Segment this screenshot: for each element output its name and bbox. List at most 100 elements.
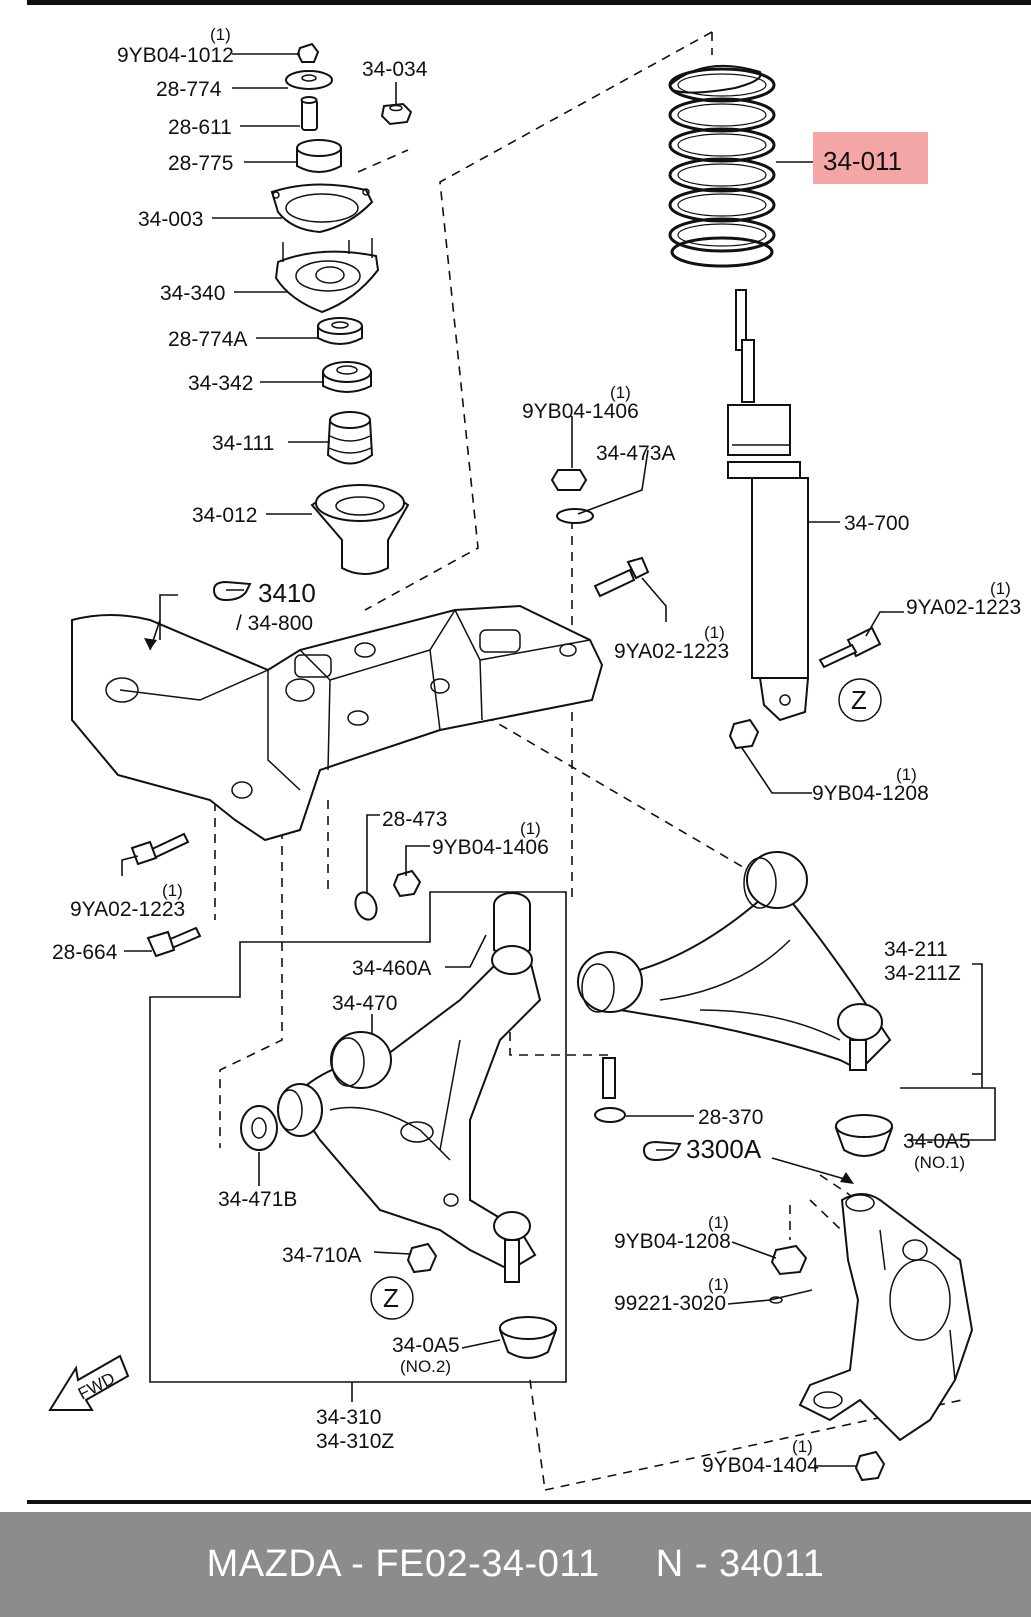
nut-34-473a <box>550 469 594 524</box>
coil-spring-34-011 <box>668 64 928 268</box>
top-nut <box>296 42 320 63</box>
label-ref-3300a: 3300A <box>686 1134 762 1164</box>
label-bump-34-111: 34-111 <box>212 432 274 455</box>
footer-short-ref: N - 34011 <box>655 1543 825 1585</box>
part-labels: (1) 9YB04-1012 28-774 28-611 28-775 34-0… <box>52 25 1021 1477</box>
top-border <box>27 0 1031 5</box>
label-bolt-shock: 9YA02-1223 <box>906 596 1021 619</box>
nut-knuckle <box>770 1244 808 1276</box>
plate-34-003 <box>270 183 374 234</box>
bolt-28-664 <box>146 926 202 958</box>
pointing-hand-icon <box>642 1140 682 1162</box>
label-plate-34-003: 34-003 <box>138 208 203 231</box>
leader-lines <box>121 53 996 1467</box>
lower-arm-34-310 <box>277 892 542 1283</box>
label-bushing-34-470: 34-470 <box>332 992 397 1015</box>
label-arm-34-211: 34-211 <box>884 938 948 961</box>
label-mount-34-340: 34-340 <box>160 282 225 305</box>
bolt-left <box>130 832 190 866</box>
label-seat-34-342: 34-342 <box>188 372 253 395</box>
label-boot-no2: 34-0A5 <box>392 1334 460 1357</box>
label-shock-34-700: 34-700 <box>844 512 909 535</box>
washer-28-774a <box>317 317 363 345</box>
nut-lca <box>392 869 422 898</box>
label-boot-34-012: 34-012 <box>192 504 257 527</box>
nut-34-034 <box>380 102 413 126</box>
upper-arm-34-211 <box>577 851 892 1072</box>
nut-bottom <box>854 1450 886 1482</box>
label-bolt-shock-qty: (1) <box>990 579 1011 598</box>
label-washer-34-471b: 34-471B <box>218 1188 297 1211</box>
washer-34-471b <box>240 1105 278 1151</box>
exploded-diagram: (1) 9YB04-1012 28-774 28-611 28-775 34-0… <box>27 0 1031 1504</box>
seat-34-342 <box>322 361 372 393</box>
label-washer-28-774: 28-774 <box>156 78 222 101</box>
shock-absorber-34-700 <box>727 289 810 722</box>
label-nut-knuckle-qty: (1) <box>708 1213 729 1232</box>
label-nut-mid-qty: (1) <box>610 383 631 402</box>
label-bushing-34-460a: 34-460A <box>352 957 431 980</box>
label-arm-34-310z: 34-310Z <box>316 1430 394 1453</box>
label-pin: 99221-3020 <box>614 1292 726 1315</box>
label-washer-34-473a: 34-473A <box>596 442 675 465</box>
label-nut-34-710a: 34-710A <box>282 1244 361 1267</box>
label-nut-bottom-qty: (1) <box>792 1437 813 1456</box>
label-nut-knuckle: 9YB04-1208 <box>614 1230 731 1253</box>
label-bolt-28-370: 28-370 <box>698 1106 763 1129</box>
label-ref-3410: 3410 <box>258 578 316 608</box>
label-bolt-frame: 9YA02-1223 <box>614 640 729 663</box>
label-nut-shock-qty: (1) <box>896 765 917 784</box>
label-bolt-left-qty: (1) <box>162 881 183 900</box>
label-nut-bottom: 9YB04-1404 <box>702 1454 819 1477</box>
washer-28-774 <box>285 70 333 90</box>
mount-34-340 <box>274 238 380 314</box>
fwd-arrow-icon <box>48 1354 130 1411</box>
z-circle-lower <box>370 1276 414 1320</box>
footer-part-ref: MAZDA - FE02-34-011 <box>206 1543 600 1585</box>
washer-28-473 <box>354 891 378 921</box>
nut-shock <box>728 718 760 750</box>
highlight-box <box>813 132 928 184</box>
label-nut-top: 9YB04-1012 <box>117 44 234 67</box>
label-pin-qty: (1) <box>708 1275 729 1294</box>
pointing-hand-icon <box>212 580 252 602</box>
bushing-28-775 <box>296 139 342 173</box>
label-nut-mid: 9YB04-1406 <box>522 400 639 423</box>
bottom-border <box>27 1500 1031 1504</box>
label-nut-lca: 9YB04-1406 <box>432 836 549 859</box>
label-z-upper: Z <box>851 685 867 715</box>
label-nut-34-034: 34-034 <box>362 58 428 81</box>
suspension-diagram-svg: (1) 9YB04-1012 28-774 28-611 28-775 34-0… <box>27 0 1031 1504</box>
label-arm-34-310: 34-310 <box>316 1406 381 1429</box>
knuckle <box>798 1193 974 1442</box>
z-circle-upper <box>838 678 882 722</box>
label-bushing-28-775: 28-775 <box>168 152 233 175</box>
nut-34-710a <box>406 1242 438 1274</box>
label-washer-28-473: 28-473 <box>382 808 447 831</box>
label-z-lower: Z <box>383 1283 399 1313</box>
label-nut-shock: 9YB04-1208 <box>812 782 929 805</box>
cotter-pin <box>769 1289 813 1304</box>
boot-no2 <box>498 1316 558 1359</box>
label-collar-28-611: 28-611 <box>168 116 232 139</box>
label-arm-34-211z: 34-211Z <box>884 962 961 985</box>
bolt-28-370 <box>594 1057 626 1123</box>
label-boot-no1: 34-0A5 <box>903 1130 971 1153</box>
bolt-frame <box>593 556 650 598</box>
label-bolt-frame-qty: (1) <box>704 623 725 642</box>
collar-28-611 <box>300 96 318 131</box>
label-nut-top-qty: (1) <box>210 25 231 44</box>
footer-bar: MAZDA - FE02-34-011 N - 34011 <box>0 1512 1031 1617</box>
bump-stop-34-111 <box>326 411 374 465</box>
label-spring-34-011: 34-011 <box>823 146 902 176</box>
label-washer-28-774a: 28-774A <box>168 328 247 351</box>
label-nut-lca-qty: (1) <box>520 819 541 838</box>
bolt-shock <box>818 626 882 669</box>
label-bolt-28-664: 28-664 <box>52 941 118 964</box>
subframe-34-800 <box>71 604 604 842</box>
label-bolt-left: 9YA02-1223 <box>70 898 185 921</box>
label-ref-34-800: / 34-800 <box>236 612 313 635</box>
label-boot-no2-sub: (NO.2) <box>400 1357 451 1376</box>
boot-34-012 <box>310 484 410 575</box>
label-boot-no1-sub: (NO.1) <box>914 1153 965 1172</box>
